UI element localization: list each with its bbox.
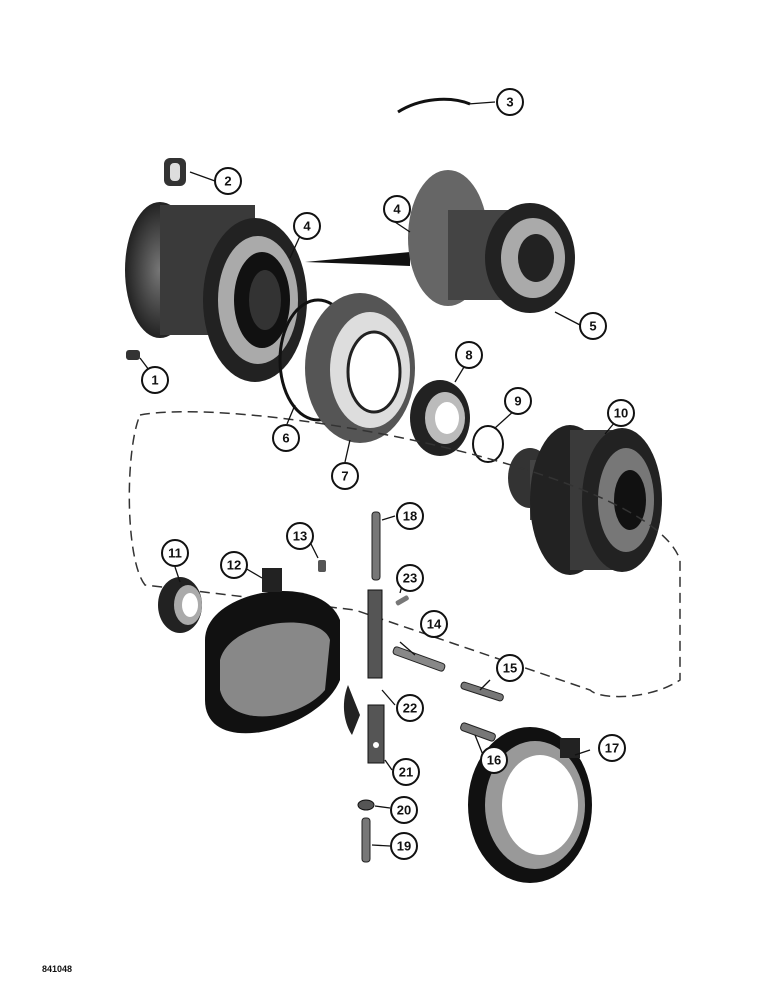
callout-circle-lever bbox=[392, 758, 420, 786]
callout-number-seal: 8 bbox=[465, 348, 472, 363]
callout-circle-o-ring-large bbox=[272, 424, 300, 452]
callout-circle-seal bbox=[455, 341, 483, 369]
callout-circle-key-slot bbox=[579, 312, 607, 340]
callout-circle-washer bbox=[390, 796, 418, 824]
callout-number-seal-carrier: 7 bbox=[341, 469, 348, 484]
callout-circle-set-screw bbox=[141, 366, 169, 394]
callout-number-drum-alternate: 4 bbox=[393, 202, 401, 217]
callout-number-key-slot: 5 bbox=[589, 319, 596, 334]
callout-number-o-ring-large: 6 bbox=[282, 431, 289, 446]
callout-circle-drum-alternate bbox=[383, 195, 411, 223]
o-ring-small-part bbox=[472, 425, 504, 463]
callout-number-lever: 21 bbox=[399, 765, 413, 780]
callout-number-hub: 10 bbox=[614, 406, 628, 421]
pin-part bbox=[392, 646, 446, 672]
lever-part bbox=[343, 685, 385, 764]
callout-circle-pin-headed-long bbox=[480, 746, 508, 774]
callout-number-pin: 14 bbox=[427, 617, 442, 632]
callout-number-washer: 20 bbox=[397, 803, 411, 818]
hub-part bbox=[508, 425, 662, 575]
callout-number-brake-band-small: 17 bbox=[605, 741, 619, 756]
seal-part bbox=[410, 380, 470, 456]
callout-circle-pin-lower bbox=[390, 832, 418, 860]
callout-circle-pin bbox=[420, 610, 448, 638]
drum-right-part bbox=[408, 170, 575, 313]
callout-number-pin-headed: 15 bbox=[503, 661, 517, 676]
callout-circle-brake-band-large bbox=[220, 551, 248, 579]
callout-circle-pin-headed bbox=[496, 654, 524, 682]
callout-number-bearing: 11 bbox=[168, 546, 182, 561]
callout-number-pin-headed-long: 16 bbox=[487, 753, 501, 768]
callout-circle-roll-pin bbox=[396, 564, 424, 592]
callout-circle-hub bbox=[607, 399, 635, 427]
callout-number-pin-small: 13 bbox=[293, 529, 307, 544]
callout-number-set-screw: 1 bbox=[151, 373, 158, 388]
rod-part bbox=[371, 511, 381, 581]
set-screw-part bbox=[126, 350, 140, 360]
pin-lower-part bbox=[361, 817, 371, 863]
callout-circle-bearing bbox=[161, 539, 189, 567]
callout-circle-seal-carrier bbox=[331, 462, 359, 490]
callout-number-brake-band-large: 12 bbox=[227, 558, 241, 573]
pin-headed-part bbox=[460, 722, 496, 742]
shaft-part bbox=[367, 589, 383, 679]
callout-circle-pin-small bbox=[286, 522, 314, 550]
pin-small-part bbox=[318, 560, 326, 572]
drum-link-arrow bbox=[305, 252, 410, 266]
callout-number-drum: 4 bbox=[303, 219, 311, 234]
callout-circle-key bbox=[214, 167, 242, 195]
callout-circle-rod bbox=[396, 502, 424, 530]
seal-carrier-part bbox=[305, 293, 415, 443]
drum-left-part bbox=[125, 202, 307, 382]
roll-pin-part bbox=[395, 595, 409, 606]
callout-number-key: 2 bbox=[224, 174, 231, 189]
pin-headed-long-part bbox=[460, 681, 504, 702]
callout-number-o-ring-small: 9 bbox=[514, 394, 521, 409]
bearing-part bbox=[158, 577, 202, 633]
washer-part bbox=[357, 799, 375, 811]
callout-number-shaft: 22 bbox=[403, 701, 417, 716]
callout-number-rod: 18 bbox=[403, 509, 417, 524]
callout-number-pin-lower: 19 bbox=[397, 839, 411, 854]
key-part bbox=[164, 158, 186, 186]
snap-ring-part bbox=[397, 97, 471, 114]
callout-circle-brake-band-small bbox=[598, 734, 626, 762]
brake-band-large-part bbox=[205, 568, 340, 734]
figure-id-label: 841048 bbox=[42, 964, 72, 974]
callout-circle-shaft bbox=[396, 694, 424, 722]
callout-number-snap-ring: 3 bbox=[506, 95, 513, 110]
assembly-dashed-outline bbox=[128, 411, 681, 698]
callout-circle-drum bbox=[293, 212, 321, 240]
callout-number-roll-pin: 23 bbox=[403, 571, 417, 586]
callout-circle-snap-ring bbox=[496, 88, 524, 116]
callout-circle-o-ring-small bbox=[504, 387, 532, 415]
